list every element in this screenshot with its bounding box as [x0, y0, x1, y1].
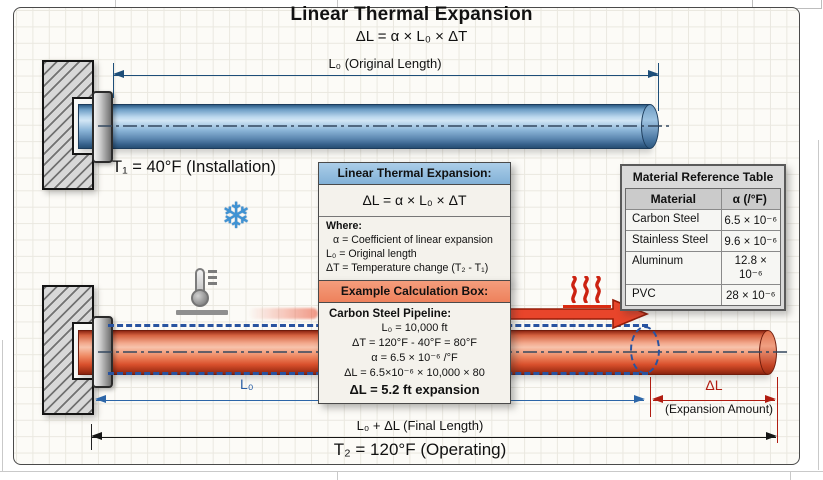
wall-anchor-top — [42, 60, 94, 190]
example-line: ΔL = 6.5×10⁻⁶ × 10,000 × 80 — [344, 366, 485, 379]
arrowhead-right — [634, 395, 645, 404]
example-calculation-box: Example Calculation Box: Carbon Steel Pi… — [318, 280, 511, 405]
installation-temp-label: T₁ = 40°F (Installation) — [112, 158, 276, 176]
alpha-definition: α = Coefficient of linear expansion — [333, 233, 493, 246]
page-edge-line — [337, 471, 338, 480]
example-subject: Carbon Steel Pipeline: — [329, 308, 452, 320]
dim-tick — [658, 63, 659, 111]
dim-final-length — [91, 432, 777, 441]
material-cell: Aluminum — [626, 252, 722, 284]
table-row: Stainless Steel 9.6 × 10⁻⁶ — [626, 230, 780, 251]
l0-definition: L₀ = Original length — [326, 247, 417, 260]
arrowhead-left — [113, 70, 124, 79]
page-edge-line — [0, 471, 823, 472]
alpha-cell: 28 × 10⁻⁶ — [726, 290, 776, 302]
dim-tick — [777, 377, 778, 443]
alpha-cell: 6.5 × 10⁻⁶ — [724, 215, 778, 227]
pipe-flange-top — [92, 91, 113, 163]
material-cell: PVC — [626, 285, 722, 305]
l0-bottom-label: L₀ — [240, 376, 254, 392]
page-edge-line — [818, 140, 819, 470]
dim-original-length — [113, 70, 659, 79]
arrowhead-right — [648, 70, 659, 79]
thermometer-icon — [176, 268, 228, 315]
where-label: Where: — [326, 220, 362, 232]
page-edge-line — [115, 0, 116, 7]
example-line: α = 6.5 × 10⁻⁶ /°F — [371, 351, 458, 364]
alpha-cell: 9.6 × 10⁻⁶ — [724, 236, 778, 248]
heat-underline — [563, 305, 611, 308]
snowflake-icon: ❄ — [221, 196, 252, 237]
arrowhead-left — [652, 395, 663, 404]
example-line: L₀ = 10,000 ft — [381, 322, 448, 334]
material-cell: Carbon Steel — [626, 210, 722, 230]
original-length-label: L₀ (Original Length) — [328, 56, 442, 71]
motion-streak — [248, 308, 318, 319]
expansion-direction-arrow — [508, 298, 650, 330]
arrowhead-right — [765, 395, 776, 404]
material-cell: Stainless Steel — [626, 231, 722, 251]
centerline-top — [98, 125, 672, 127]
arrowhead-left — [91, 432, 102, 441]
table-row: Carbon Steel 6.5 × 10⁻⁶ — [626, 209, 780, 230]
table-row: Aluminum 12.8 × 10⁻⁶ — [626, 251, 780, 284]
material-table-title: Material Reference Table — [632, 170, 774, 184]
diagram-title: Linear Thermal Expansion — [290, 4, 533, 25]
formula-box-header: Linear Thermal Expansion: — [319, 163, 510, 185]
example-result: ΔL = 5.2 ft expansion — [349, 382, 480, 398]
arrowhead-left — [95, 395, 106, 404]
page-edge-line — [2, 340, 3, 472]
final-length-label: L₀ + ΔL (Final Length) — [356, 418, 484, 433]
dim-tick — [113, 63, 114, 98]
alpha-column-header: α (/°F) — [721, 189, 780, 209]
table-header-row: Material α (/°F) — [626, 189, 780, 209]
delta-l-label: ΔL — [705, 377, 723, 393]
arrowhead-right — [766, 432, 777, 441]
operating-temp-label: T₂ = 120°F (Operating) — [333, 440, 507, 459]
example-line: ΔT = 120°F - 40°F = 80°F — [352, 336, 477, 349]
example-box-header: Example Calculation Box: — [319, 281, 510, 303]
original-end-dashed-ellipse — [630, 326, 660, 374]
formula-box-equation: ΔL = α × L₀ × ΔT — [319, 185, 510, 217]
diagram-formula: ΔL = α × L₀ × ΔT — [355, 28, 468, 45]
expansion-amount-label: (Expansion Amount) — [664, 402, 774, 416]
material-column-header: Material — [626, 189, 722, 209]
page-edge-line — [790, 471, 791, 480]
page-edge-line — [337, 0, 338, 7]
alpha-cell: 12.8 × 10⁻⁶ — [734, 255, 767, 281]
dim-delta-l — [652, 395, 776, 404]
dt-definition: ΔT = Temperature change (T₂ - T₁) — [326, 261, 489, 274]
table-row: PVC 28 × 10⁻⁶ — [626, 284, 780, 305]
wall-anchor-bottom — [42, 285, 94, 415]
heat-waves-icon — [571, 276, 601, 303]
dim-tick — [650, 377, 651, 417]
material-reference-table: Material Reference Table Material α (/°F… — [620, 164, 786, 311]
formula-box: Linear Thermal Expansion: ΔL = α × L₀ × … — [318, 162, 511, 283]
